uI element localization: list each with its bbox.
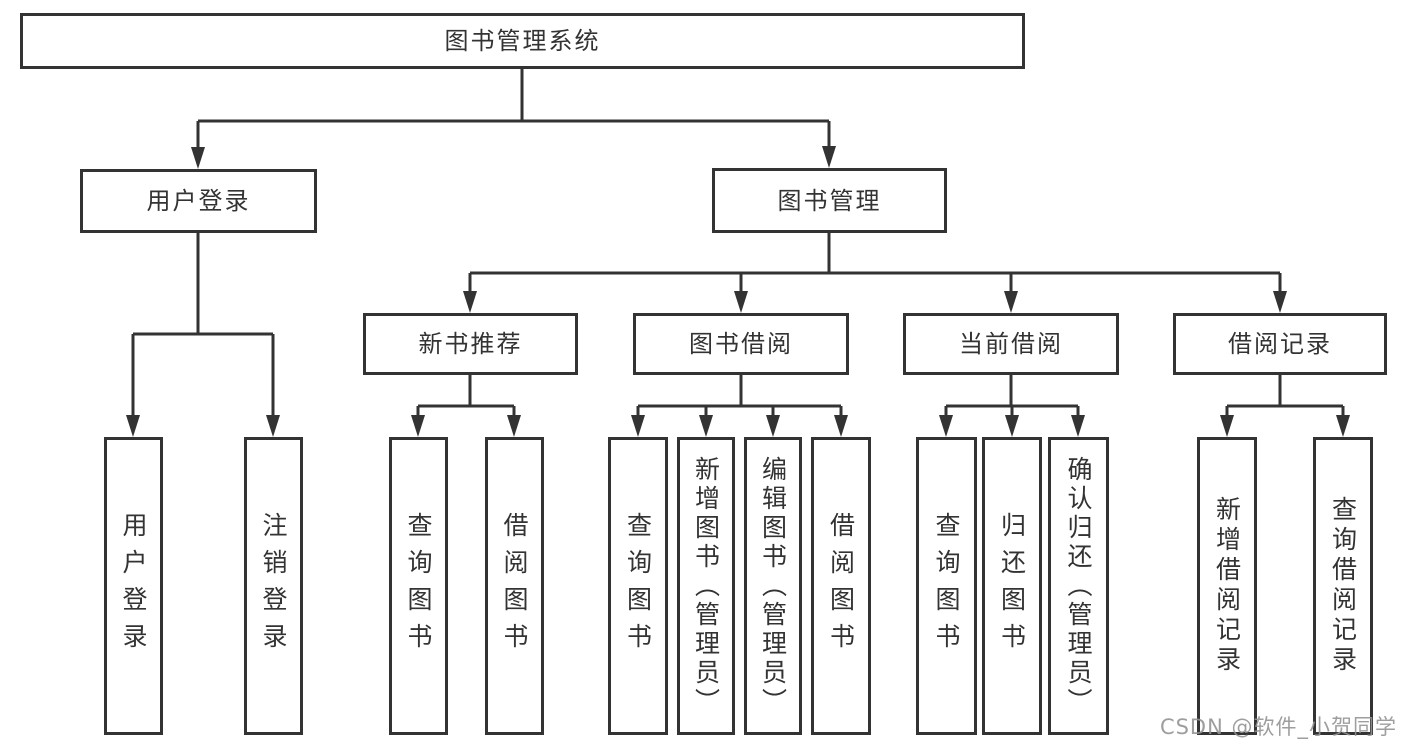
arrow-down-icon (1273, 291, 1287, 313)
leaf-add-borrow-record-label: 新增借阅记录 (1212, 496, 1242, 676)
arrow-down-icon (191, 147, 205, 169)
leaf-query-books-recommend-label: 查询图书 (404, 512, 433, 660)
leaf-borrow-books-recommend: 借阅图书 (485, 437, 544, 735)
arrow-down-icon (1220, 415, 1234, 437)
leaf-add-borrow-record: 新增借阅记录 (1197, 437, 1257, 735)
arrow-down-icon (1005, 415, 1019, 437)
connector-new-book (416, 375, 516, 417)
connector-current-borrow (944, 375, 1080, 417)
arrow-down-icon (507, 415, 521, 437)
node-current-borrow-label: 当前借阅 (959, 330, 1063, 358)
node-book-management: 图书管理 (712, 168, 947, 233)
leaf-query-books-borrow-label: 查询图书 (623, 512, 653, 660)
leaf-query-borrow-record: 查询借阅记录 (1313, 437, 1373, 735)
leaf-borrow-books-recommend-label: 借阅图书 (500, 512, 529, 660)
arrow-down-icon (266, 415, 280, 437)
leaf-user-login: 用户登录 (104, 437, 163, 735)
arrow-down-icon (1336, 415, 1350, 437)
arrow-down-icon (411, 415, 425, 437)
node-user-login-label: 用户登录 (146, 187, 251, 215)
node-borrow-record: 借阅记录 (1173, 313, 1387, 375)
leaf-borrow-books: 借阅图书 (811, 437, 871, 735)
arrow-down-icon (822, 146, 836, 168)
leaf-add-book-admin: 新增图书（管理员） (677, 437, 735, 735)
leaf-return-book: 归还图书 (982, 437, 1042, 735)
node-book-management-label: 图书管理 (777, 186, 882, 215)
connector-user-login (131, 233, 275, 417)
arrow-down-icon (699, 415, 713, 437)
node-book-borrow: 图书借阅 (633, 313, 849, 375)
arrow-down-icon (834, 415, 848, 437)
leaf-user-login-label: 用户登录 (119, 512, 148, 660)
connector-root (196, 69, 831, 149)
arrow-down-icon (766, 415, 780, 437)
connector-borrow-record (1225, 375, 1345, 417)
node-new-book-recommend-label: 新书推荐 (418, 330, 523, 358)
leaf-confirm-return-admin-label: 确认归还（管理员） (1064, 455, 1093, 717)
arrow-down-icon (463, 291, 477, 313)
arrow-down-icon (1071, 415, 1085, 437)
connector-book-borrow (636, 375, 843, 417)
leaf-edit-book-admin-label: 编辑图书（管理员） (758, 455, 788, 717)
node-current-borrow: 当前借阅 (903, 313, 1119, 375)
leaf-query-books-borrow: 查询图书 (608, 437, 668, 735)
leaf-borrow-books-label: 借阅图书 (826, 512, 856, 660)
leaf-query-borrow-record-label: 查询借阅记录 (1328, 496, 1358, 676)
node-book-borrow-label: 图书借阅 (689, 330, 793, 358)
arrow-down-icon (939, 415, 953, 437)
leaf-add-book-admin-label: 新增图书（管理员） (691, 455, 721, 717)
node-library-system: 图书管理系统 (20, 13, 1025, 69)
node-borrow-record-label: 借阅记录 (1228, 330, 1332, 358)
arrowheads (126, 146, 1350, 437)
arrow-down-icon (734, 291, 748, 313)
leaf-edit-book-admin: 编辑图书（管理员） (744, 437, 802, 735)
connector-book-management (468, 233, 1282, 293)
leaf-query-books-recommend: 查询图书 (389, 437, 448, 735)
arrow-down-icon (1004, 291, 1018, 313)
leaf-logout: 注销登录 (244, 437, 303, 735)
leaf-query-books-current: 查询图书 (916, 437, 977, 735)
leaf-return-book-label: 归还图书 (997, 512, 1027, 660)
node-new-book-recommend: 新书推荐 (363, 313, 578, 375)
leaf-logout-label: 注销登录 (259, 512, 288, 660)
node-library-system-label: 图书管理系统 (444, 27, 601, 55)
arrow-down-icon (631, 415, 645, 437)
arrow-down-icon (126, 415, 140, 437)
leaf-confirm-return-admin: 确认归还（管理员） (1048, 437, 1109, 735)
leaf-query-books-current-label: 查询图书 (932, 512, 961, 660)
node-user-login: 用户登录 (80, 169, 317, 233)
